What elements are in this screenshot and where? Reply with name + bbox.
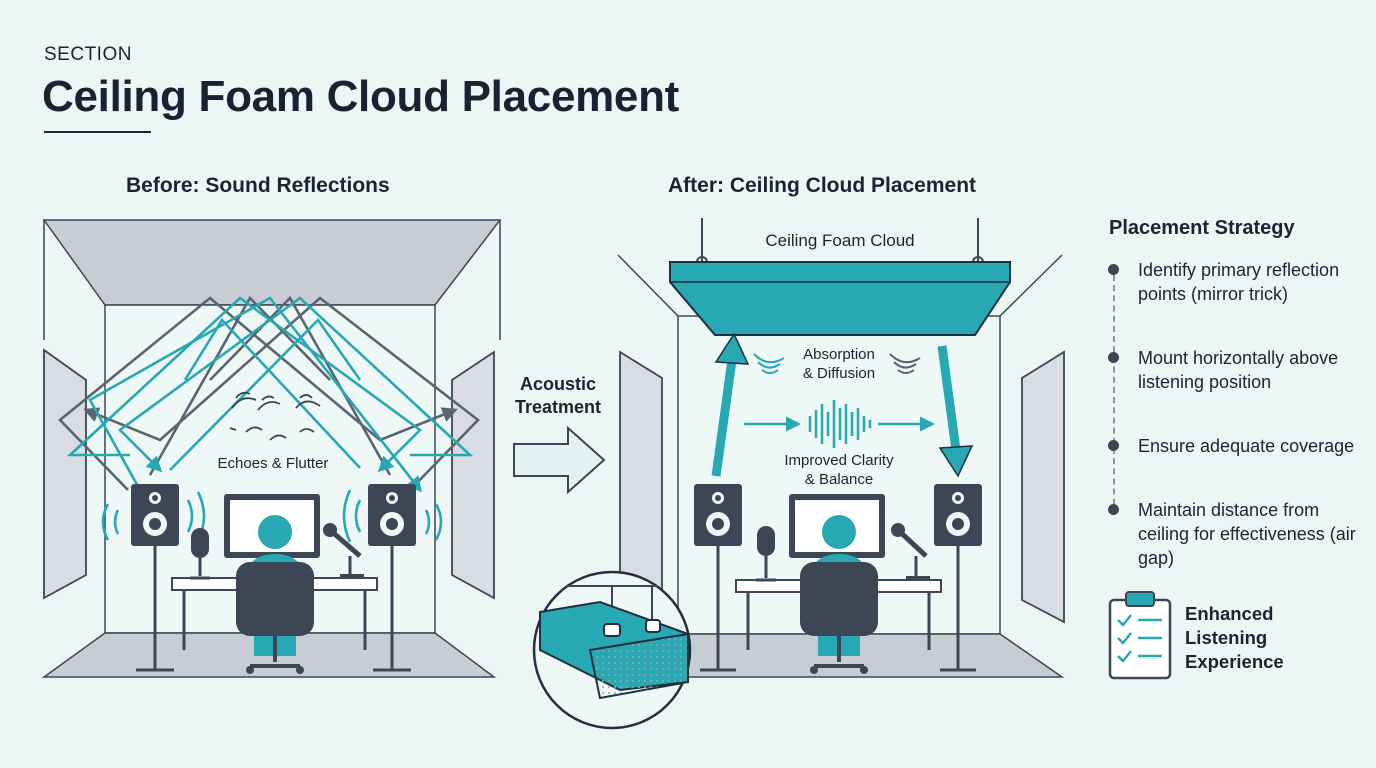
absorption-waves-icon bbox=[753, 353, 921, 374]
echo-waves-icon bbox=[229, 391, 321, 441]
before-person bbox=[236, 515, 314, 674]
before-right-speaker bbox=[368, 484, 416, 672]
step-bullet bbox=[1108, 264, 1119, 275]
after-left-speaker bbox=[694, 484, 742, 672]
clarity-label-line2: & Balance bbox=[805, 471, 873, 488]
section-eyebrow: SECTION bbox=[44, 44, 132, 65]
mounting-detail-inset bbox=[532, 570, 692, 730]
strategy-step: Mount horizontally above listening posit… bbox=[1108, 346, 1368, 426]
after-panel-title: After: Ceiling Cloud Placement bbox=[668, 174, 977, 197]
strategy-title: Placement Strategy bbox=[1109, 217, 1295, 239]
after-right-panel bbox=[1021, 350, 1065, 624]
result-label: Enhanced Listening Experience bbox=[1185, 603, 1284, 672]
before-left-speaker bbox=[131, 484, 179, 672]
page-title: Ceiling Foam Cloud Placement bbox=[42, 72, 680, 121]
after-person bbox=[800, 515, 878, 674]
before-ceiling bbox=[42, 219, 502, 306]
strategy-step: Maintain distance from ceiling for effec… bbox=[1108, 498, 1368, 578]
title-underline bbox=[44, 131, 151, 133]
after-right-speaker bbox=[934, 484, 982, 672]
treatment-label-line1: Acoustic bbox=[520, 374, 596, 394]
after-room: Ceiling Foam Cloud Absorption & Diffusio… bbox=[615, 218, 1065, 678]
strategy-step: Identify primary reflection points (mirr… bbox=[1108, 258, 1368, 338]
ceiling-foam-cloud-icon bbox=[669, 218, 1011, 336]
clarity-label-line1: Improved Clarity bbox=[784, 452, 894, 469]
checklist-clipboard-icon bbox=[1108, 591, 1172, 680]
step-text: Maintain distance from ceiling for effec… bbox=[1138, 500, 1356, 568]
speaker-sound-waves bbox=[101, 489, 443, 543]
step-bullet bbox=[1108, 352, 1119, 363]
step-text: Mount horizontally above listening posit… bbox=[1138, 348, 1339, 392]
absorption-label-line2: & Diffusion bbox=[803, 365, 875, 382]
echoes-label: Echoes & Flutter bbox=[218, 455, 329, 472]
treatment-arrow-icon bbox=[513, 425, 606, 495]
strategy-connector-line bbox=[1113, 275, 1115, 515]
reflection-paths bbox=[58, 295, 480, 493]
step-bullet bbox=[1108, 440, 1119, 451]
cloud-label: Ceiling Foam Cloud bbox=[765, 231, 914, 250]
step-text: Identify primary reflection points (mirr… bbox=[1138, 260, 1340, 304]
before-panel-title: Before: Sound Reflections bbox=[126, 174, 390, 197]
before-room: Echoes & Flutter bbox=[41, 219, 502, 678]
absorption-label-line1: Absorption bbox=[803, 346, 875, 363]
step-text: Ensure adequate coverage bbox=[1138, 436, 1355, 456]
waveform-icon bbox=[808, 400, 872, 448]
before-left-panel bbox=[43, 348, 87, 600]
upward-sound-arrow bbox=[711, 359, 737, 477]
treatment-label-line2: Treatment bbox=[515, 397, 601, 417]
downward-sound-arrow bbox=[937, 345, 961, 451]
strategy-step: Ensure adequate coverage bbox=[1108, 434, 1368, 514]
step-bullet bbox=[1108, 504, 1119, 515]
before-right-panel bbox=[451, 350, 495, 600]
